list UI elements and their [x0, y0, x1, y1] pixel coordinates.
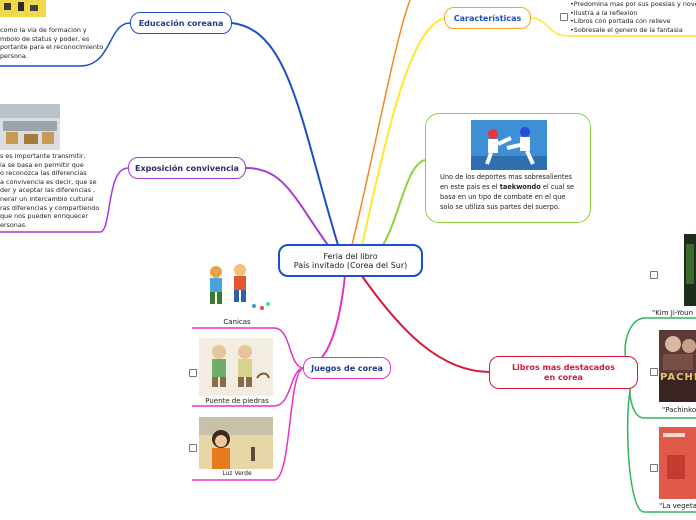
libro-3-cover	[659, 427, 696, 499]
education-text-line: persona.	[0, 51, 28, 60]
deportes-text-start: Uno de los deportes mas sobresalientes e…	[440, 173, 572, 191]
caracteristicas-checkbox[interactable]	[560, 13, 568, 21]
exposition-text-line: nerar un intercambio cultural	[0, 194, 94, 203]
topic-caracteristicas-label: Características	[453, 13, 522, 23]
luz-verde-image	[199, 417, 273, 469]
libro-1-cover	[684, 234, 696, 306]
central-topic[interactable]: Feria del libro País invitado (Corea del…	[278, 244, 423, 277]
caracteristicas-bullet: •Sobresale el genero de la fantasia	[570, 25, 683, 34]
central-subtitle: País invitado (Corea del Sur)	[293, 260, 408, 270]
libro-2-cover: PACHIN	[659, 330, 696, 402]
connector-caracteristicas	[361, 17, 445, 246]
exposition-text-line: o reconozca las diferencias	[0, 169, 87, 178]
education-text: como la via de formacion y mbolo de stat…	[0, 26, 108, 60]
luz-verde-checkbox[interactable]	[189, 444, 197, 452]
topic-exposicion-label: Exposición convivencia	[135, 163, 239, 173]
topic-educacion[interactable]: Educación coreana	[130, 12, 232, 34]
exposition-text-line: ersonas.	[0, 220, 28, 229]
exposition-text-line: ras diferencias y compartiendo	[0, 203, 100, 212]
puente-checkbox[interactable]	[189, 369, 197, 377]
central-title: Feria del libro	[323, 251, 378, 261]
caracteristicas-bullets: •Predomina mas por sus poesias y novelas…	[570, 0, 696, 34]
education-text-line: como la via de formacion y	[0, 26, 87, 34]
connector-juegos-luz	[192, 367, 305, 481]
exposition-text-line: s es importante transmitir,	[0, 152, 86, 160]
canicas-image	[198, 262, 274, 314]
libro-2-cover-title: PACHIN	[660, 372, 696, 383]
topic-libros-label-line1: Libros mas destacados	[511, 362, 616, 372]
connector-educacion-child	[0, 22, 131, 67]
caracteristicas-bullet: •Libros con portada con relieve	[570, 17, 671, 26]
connector-juegos	[303, 275, 346, 369]
connector-deportes	[379, 159, 426, 251]
libro-2-caption: "Pachinko"	[662, 406, 696, 414]
topic-juegos[interactable]: Juegos de corea	[303, 357, 391, 379]
connector-exposicion-child	[0, 167, 129, 233]
libro-3-checkbox[interactable]	[650, 464, 658, 472]
connector-juegos-puente	[192, 367, 305, 407]
education-text-line: mbolo de status y poder, es	[0, 34, 90, 43]
libro-1-checkbox[interactable]	[650, 271, 658, 279]
connector-orange-top	[351, 0, 411, 246]
topic-caracteristicas[interactable]: Características	[444, 7, 531, 29]
exposition-text-line: que nos pueden enriquecer	[0, 212, 88, 221]
puente-caption: Puente de piedras	[205, 397, 269, 405]
exposition-text: s es importante transmitir, ia se basa e…	[0, 152, 108, 229]
exposition-image	[0, 104, 60, 150]
topic-libros[interactable]: Libros mas destacados en corea	[489, 356, 638, 389]
education-text-line: portante para el reconocimiento	[0, 43, 104, 52]
libro-2-checkbox[interactable]	[650, 368, 658, 376]
connector-exposicion	[245, 167, 331, 249]
topic-deportes[interactable]: Uno de los deportes mas sobresalientes e…	[425, 113, 591, 223]
connector-caracteristicas-child	[530, 17, 696, 37]
exposition-text-line: der y aceptar las diferencias ,	[0, 186, 96, 195]
libro-1-caption: "Kim Ji-Youn	[652, 309, 694, 317]
exposition-text-line: a convivencia es decir, que se	[0, 177, 97, 186]
connector-educacion	[231, 22, 339, 246]
topic-libros-label-line2: en corea	[544, 372, 583, 382]
deportes-text-end: el cual se basa en un tipo de combate en…	[440, 183, 575, 211]
caracteristicas-bullet: •Ilustra a la reflexion	[570, 8, 638, 17]
deportes-text: Uno de los deportes mas sobresalientes e…	[440, 172, 580, 212]
libro-3-caption: "La vegetar	[659, 502, 696, 510]
education-image	[0, 0, 46, 17]
luz-verde-caption: Luz Verde	[222, 470, 252, 477]
taekwondo-image	[471, 120, 547, 170]
puente-image	[199, 338, 273, 396]
topic-juegos-label: Juegos de corea	[311, 363, 383, 373]
deportes-highlight: taekwondo	[499, 183, 541, 191]
caracteristicas-bullet: •Predomina mas por sus poesias y novelas	[570, 0, 696, 8]
connector-juegos-canicas	[192, 327, 305, 369]
canicas-caption: Canicas	[223, 318, 251, 326]
topic-educacion-label: Educación coreana	[138, 18, 224, 28]
topic-exposicion[interactable]: Exposición convivencia	[128, 157, 246, 179]
connector-libros	[361, 275, 491, 373]
exposition-text-line: ia se basa en permitir que	[0, 160, 84, 169]
